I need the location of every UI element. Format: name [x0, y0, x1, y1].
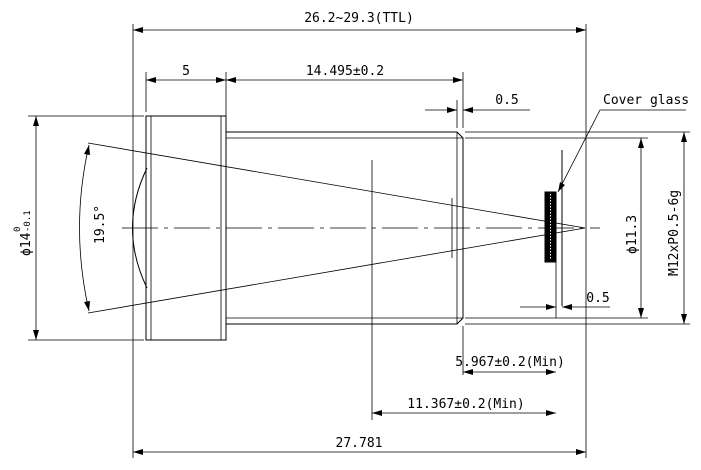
front-length-label: 5 [182, 64, 190, 79]
back-focus-label: 5.967±0.2(Min) [455, 355, 565, 370]
ray-lines [87, 142, 586, 314]
front-diameter-label: ϕ14 [19, 232, 34, 256]
extension-lines [28, 24, 690, 458]
ttl-label: 26.2~29.3(TTL) [304, 11, 414, 26]
cover-glass-thickness-label: 0.5 [586, 291, 609, 306]
front-diameter-upper-tol: 0 [13, 227, 23, 232]
total-length-label: 27.781 [336, 436, 383, 451]
dimension-labels: 26.2~29.3(TTL) 5 14.495±0.2 0.5 Cover gl… [13, 11, 689, 451]
center-lines [122, 160, 600, 420]
flange-focus-label: 11.367±0.2(Min) [407, 397, 524, 412]
thread-label: M12xP0.5-6g [667, 190, 682, 276]
mount-diameter-label: ϕ11.3 [625, 215, 640, 254]
dimension-lines [33, 27, 687, 455]
step-label: 0.5 [495, 93, 518, 108]
sensor-assembly [544, 150, 563, 318]
cover-glass-label: Cover glass [603, 93, 689, 108]
barrel-length-label: 14.495±0.2 [306, 64, 384, 79]
field-angle-label: 19.5° [93, 205, 108, 244]
front-diameter-lower-tol: -0.1 [23, 210, 33, 232]
